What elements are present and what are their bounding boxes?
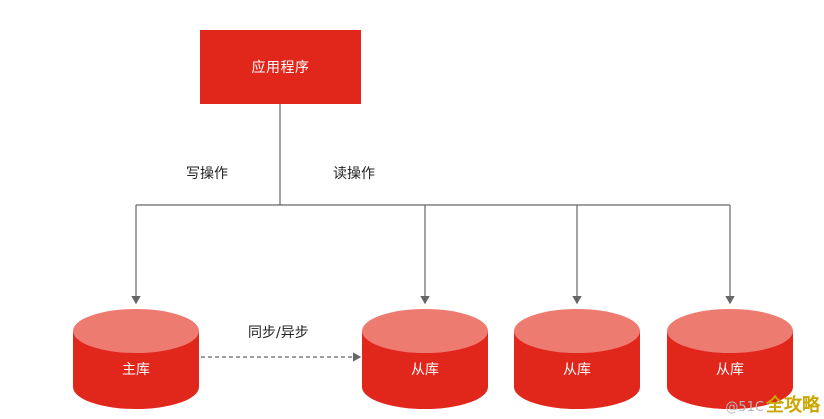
application-box: 应用程序 [200,30,361,104]
write-operation-label: 写操作 [186,166,228,182]
read-operation-label: 读操作 [333,166,375,182]
watermark-text: 全攻略 [766,395,820,416]
application-label: 应用程序 [251,60,310,76]
watermark-prefix: @51C [725,400,764,415]
sync-async-label: 同步/异步 [248,325,309,341]
master-db-cylinder [73,309,199,409]
slave-db-cylinder-3 [667,309,793,409]
slave-db-cylinder-2 [514,309,640,409]
master-db-label: 主库 [122,362,150,378]
slave-db-label-1: 从库 [411,362,439,378]
slave-db-label-2: 从库 [563,362,591,378]
slave-db-cylinder-1 [362,309,488,409]
slave-db-label-3: 从库 [716,362,744,378]
